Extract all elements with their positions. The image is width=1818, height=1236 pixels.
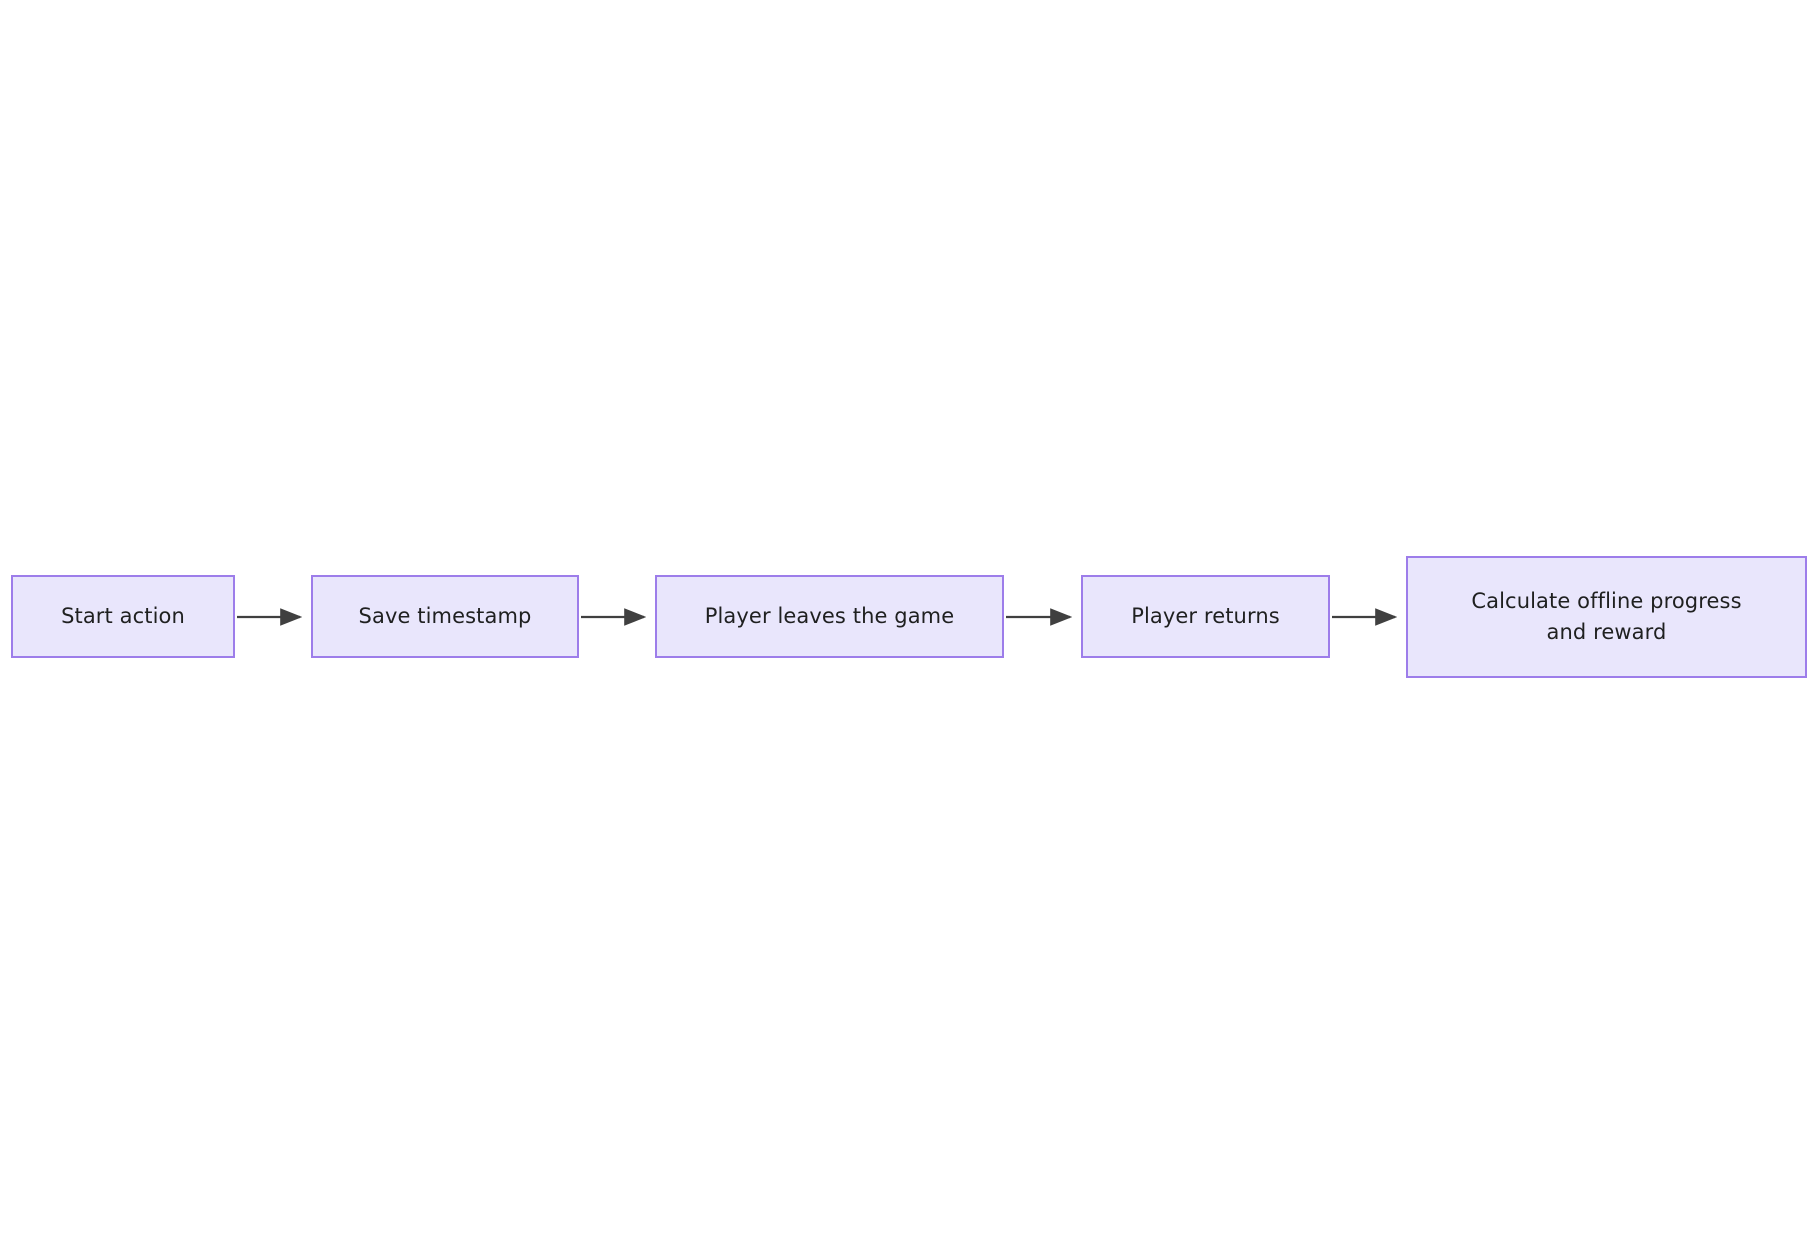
node-label: Start action bbox=[61, 604, 185, 628]
node-calculate-offline-progress-and-reward[interactable]: Calculate offline progress and reward bbox=[1406, 556, 1807, 678]
node-player-returns[interactable]: Player returns bbox=[1081, 575, 1330, 658]
node-label: Calculate offline progress and reward bbox=[1471, 589, 1742, 644]
node-label: Player returns bbox=[1131, 604, 1280, 628]
node-label: Save timestamp bbox=[358, 604, 532, 628]
node-label: Player leaves the game bbox=[704, 604, 955, 628]
node-save-timestamp[interactable]: Save timestamp bbox=[311, 575, 579, 658]
node-player-leaves-the-game[interactable]: Player leaves the game bbox=[655, 575, 1004, 658]
node-start-action[interactable]: Start action bbox=[11, 575, 235, 658]
